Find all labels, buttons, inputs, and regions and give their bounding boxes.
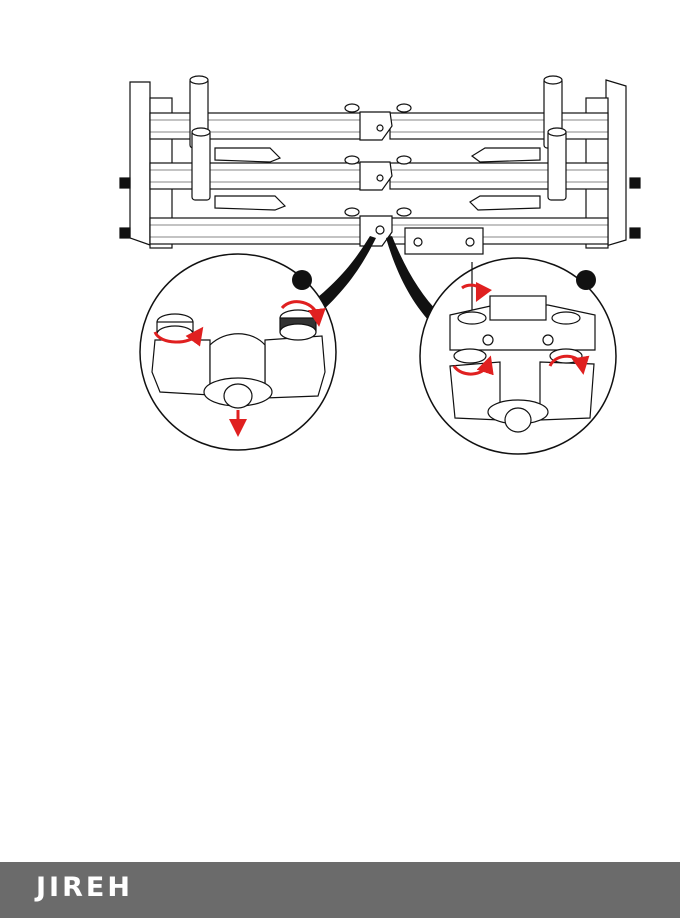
- detail-view-left: [140, 254, 336, 450]
- scanner-frame: [120, 76, 640, 254]
- step-marker-left: [292, 270, 312, 290]
- assembly-illustration: [0, 0, 680, 470]
- step-marker-right: [576, 270, 596, 290]
- detail-view-right: [420, 258, 616, 454]
- footer-bar: JIREH: [0, 862, 680, 918]
- brand-logo: JIREH: [36, 872, 133, 903]
